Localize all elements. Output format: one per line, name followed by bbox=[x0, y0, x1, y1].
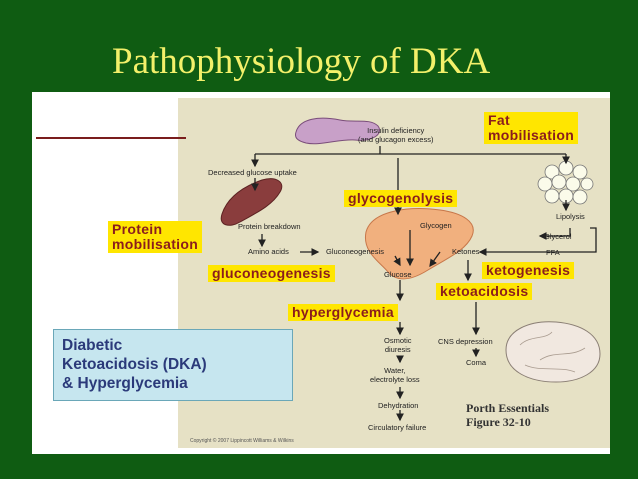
coma-label: Coma bbox=[466, 358, 487, 367]
caption-line: Diabetic bbox=[62, 337, 123, 354]
muscle-icon bbox=[220, 178, 283, 226]
glycogen-label: Glycogen bbox=[420, 221, 452, 230]
glucose-label: Glucose bbox=[384, 270, 412, 279]
caption-line: Ketoacidosis (DKA) bbox=[62, 356, 207, 373]
brain-icon bbox=[505, 321, 601, 383]
amino-acids-label: Amino acids bbox=[248, 247, 289, 256]
glycogenolysis-highlight: glycogenolysis bbox=[344, 190, 458, 207]
cns-depression-label: CNS depression bbox=[438, 337, 493, 346]
decreased-uptake-label: Decreased glucose uptake bbox=[208, 168, 297, 177]
gluconeogenesis-small-label: Gluconeogenesis bbox=[326, 247, 384, 256]
osmotic-diuresis-label: Osmotic diuresis bbox=[384, 336, 412, 354]
slide-title: Pathophysiology of DKA bbox=[112, 41, 491, 82]
liver-icon bbox=[364, 208, 474, 280]
circulatory-failure-label: Circulatory failure bbox=[368, 423, 427, 432]
ffa-label: FFA bbox=[546, 248, 560, 257]
pancreas-icon bbox=[295, 117, 380, 145]
protein-mobilisation-highlight: Protein mobilisation bbox=[108, 221, 203, 253]
source-citation: Porth Essentials Figure 32-10 bbox=[466, 401, 550, 429]
lipolysis-label: Lipolysis bbox=[556, 212, 585, 221]
fat-cells-icon bbox=[537, 160, 594, 205]
glycerol-label: Glycerol bbox=[544, 232, 572, 241]
fat-mobilisation-highlight: Fat mobilisation bbox=[484, 112, 579, 144]
caption-line: & Hyperglycemia bbox=[62, 375, 188, 392]
ketogenesis-highlight: ketogenesis bbox=[482, 262, 575, 279]
divider-rule bbox=[36, 137, 186, 139]
insulin-deficiency-label: Insulin deficiency (and glucagon excess) bbox=[358, 126, 434, 144]
hyperglycemia-highlight: hyperglycemia bbox=[288, 304, 398, 321]
ketones-label: Ketones bbox=[452, 247, 480, 256]
gluconeogenesis-highlight: gluconeogenesis bbox=[208, 265, 335, 282]
protein-breakdown-label: Protein breakdown bbox=[238, 222, 301, 231]
water-loss-label: Water, electrolyte loss bbox=[370, 366, 420, 384]
ketoacidosis-highlight: ketoacidosis bbox=[436, 283, 533, 300]
copyright-notice: Copyright © 2007 Lippincott Williams & W… bbox=[190, 438, 294, 444]
dehydration-label: Dehydration bbox=[378, 401, 419, 410]
dka-caption-box: Diabetic Ketoacidosis (DKA) & Hyperglyce… bbox=[53, 329, 293, 401]
